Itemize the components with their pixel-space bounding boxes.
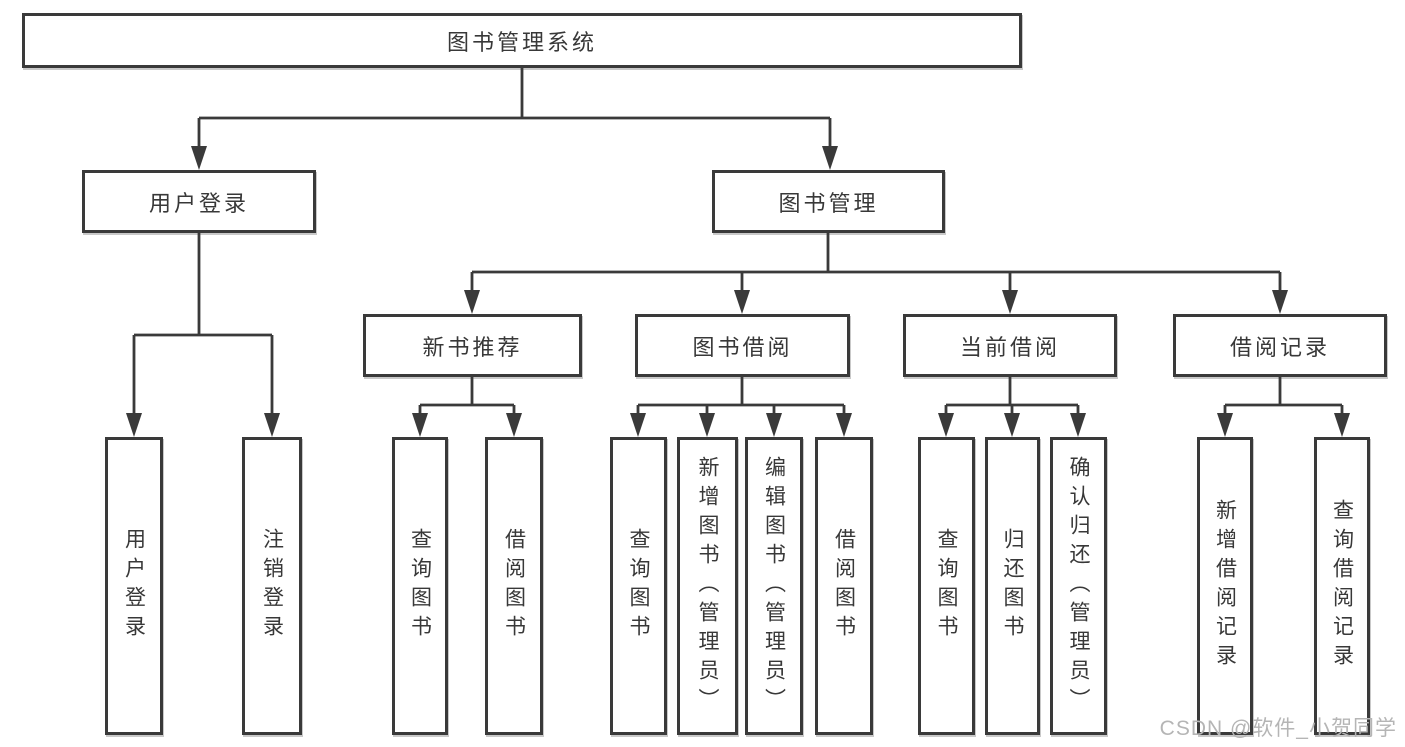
node-book-management: 图书管理 xyxy=(712,170,945,233)
csdn-watermark: CSDN @软件_小贺同学 xyxy=(1159,717,1397,740)
leaf-add-book-admin-label: 新增图书（管理员） xyxy=(696,455,719,717)
leaf-confirm-return-admin-label: 确认归还（管理员） xyxy=(1067,455,1090,717)
connector-new-book-recommend xyxy=(412,377,522,437)
leaf-add-borrow-record: 新增借阅记录 xyxy=(1197,437,1253,735)
node-new-book-recommend: 新书推荐 xyxy=(363,314,582,377)
leaf-user-login-label: 用户登录 xyxy=(122,528,146,644)
node-book-management-label: 图书管理 xyxy=(778,190,879,216)
connector-root xyxy=(191,68,838,170)
node-new-book-recommend-label: 新书推荐 xyxy=(422,334,523,360)
connector-book-borrow xyxy=(630,377,852,437)
node-book-borrow-label: 图书借阅 xyxy=(692,334,793,360)
connector-book-management xyxy=(464,233,1288,314)
leaf-add-borrow-record-label: 新增借阅记录 xyxy=(1213,499,1237,673)
leaf-borrow-books-2-label: 借阅图书 xyxy=(832,528,856,644)
leaf-return-books-label: 归还图书 xyxy=(1001,528,1024,644)
leaf-query-borrow-record-label: 查询借阅记录 xyxy=(1330,499,1354,673)
leaf-query-books-2-label: 查询图书 xyxy=(627,528,650,644)
leaf-add-book-admin: 新增图书（管理员） xyxy=(677,437,738,735)
leaf-query-borrow-record: 查询借阅记录 xyxy=(1314,437,1370,735)
connector-user-login xyxy=(126,233,280,437)
node-root: 图书管理系统 xyxy=(22,13,1022,68)
leaf-query-books-1-label: 查询图书 xyxy=(408,528,432,644)
node-book-borrow: 图书借阅 xyxy=(635,314,850,377)
connector-current-borrow xyxy=(938,377,1086,437)
node-user-login: 用户登录 xyxy=(82,170,316,233)
node-current-borrow: 当前借阅 xyxy=(903,314,1117,377)
leaf-logout-label: 注销登录 xyxy=(260,528,284,644)
leaf-return-books: 归还图书 xyxy=(985,437,1040,735)
node-current-borrow-label: 当前借阅 xyxy=(959,334,1060,360)
node-user-login-label: 用户登录 xyxy=(148,190,249,216)
leaf-query-books-1: 查询图书 xyxy=(392,437,448,735)
leaf-query-books-3: 查询图书 xyxy=(918,437,975,735)
connector-borrow-records xyxy=(1217,377,1350,437)
leaf-edit-book-admin-label: 编辑图书（管理员） xyxy=(762,455,786,717)
node-borrow-records-label: 借阅记录 xyxy=(1229,334,1330,360)
node-borrow-records: 借阅记录 xyxy=(1173,314,1387,377)
leaf-query-books-2: 查询图书 xyxy=(610,437,667,735)
leaf-user-login: 用户登录 xyxy=(105,437,163,735)
leaf-edit-book-admin: 编辑图书（管理员） xyxy=(745,437,803,735)
leaf-borrow-books-2: 借阅图书 xyxy=(815,437,873,735)
leaf-confirm-return-admin: 确认归还（管理员） xyxy=(1050,437,1107,735)
leaf-logout: 注销登录 xyxy=(242,437,302,735)
leaf-borrow-books-1-label: 借阅图书 xyxy=(502,528,526,644)
leaf-query-books-3-label: 查询图书 xyxy=(935,528,958,644)
node-root-label: 图书管理系统 xyxy=(446,29,597,55)
leaf-borrow-books-1: 借阅图书 xyxy=(485,437,543,735)
